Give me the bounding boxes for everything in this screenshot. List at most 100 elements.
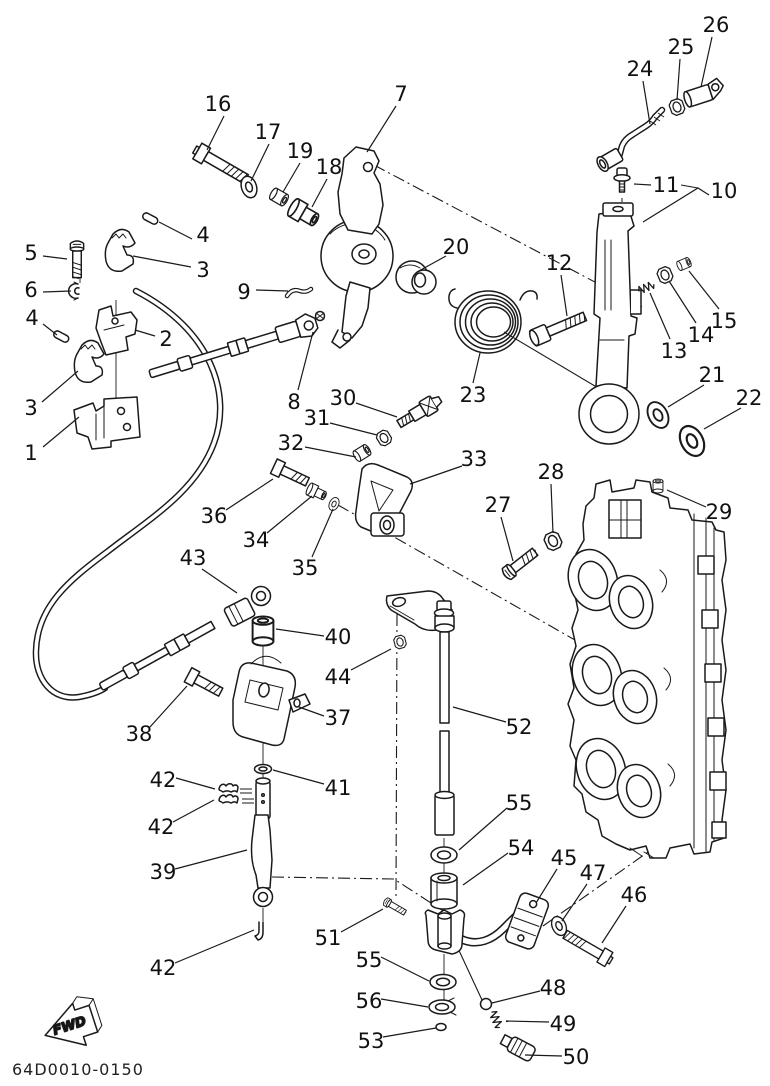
leader-33-31: [409, 465, 463, 485]
leader-9-18: [255, 289, 289, 292]
leader-20-15: [416, 255, 447, 273]
cylinder-block: [567, 479, 727, 859]
callout-3: 3: [196, 258, 209, 282]
collar-54: [430, 872, 458, 910]
callout-49: 49: [550, 1012, 577, 1036]
bushing-18: [284, 196, 323, 231]
leader-30-28: [355, 402, 398, 418]
snap-washer-56: [428, 997, 457, 1016]
washer-41: [253, 763, 273, 775]
leader-17-1: [250, 143, 270, 182]
leader-14-12: [668, 280, 697, 324]
collar-15: [675, 256, 693, 272]
callout-5: 5: [24, 241, 37, 265]
leader-18-3: [311, 178, 328, 208]
leader-27-35: [500, 516, 514, 562]
leader-26-7: [700, 36, 713, 88]
leader-28-36: [550, 483, 554, 534]
cable-housing-arc: [32, 287, 224, 701]
callout-3: 3: [24, 396, 37, 420]
cable-clamp-3-lower: [73, 339, 105, 384]
callout-4: 4: [25, 306, 38, 330]
leader-55-50: [458, 807, 508, 851]
leader-39-46: [174, 849, 248, 870]
leader-24-5: [642, 80, 651, 125]
callout-44: 44: [325, 665, 352, 689]
callout-28: 28: [538, 460, 565, 484]
callout-42: 42: [148, 815, 175, 839]
leader-10-9: [642, 187, 710, 223]
leader-4-25: [42, 323, 58, 336]
callout-26: 26: [703, 13, 730, 37]
callout-4: 4: [196, 223, 209, 247]
throttle-lever-7: [320, 146, 394, 349]
nut-25: [667, 96, 687, 118]
ref-line-14: [680, 184, 699, 189]
bracket-1: [73, 396, 141, 450]
callout-40: 40: [325, 625, 352, 649]
leader-21-16: [667, 384, 705, 408]
cable-clamp-3-upper: [104, 228, 136, 273]
callout-11: 11: [653, 173, 680, 197]
callout-16: 16: [205, 92, 232, 116]
joint-30: [396, 395, 443, 429]
ref-line-2: [503, 331, 611, 396]
leader-56-56: [380, 998, 429, 1008]
leader-22-17: [703, 407, 742, 430]
leader-36-32: [225, 478, 274, 511]
callout-35: 35: [292, 556, 319, 580]
leader-6-21: [42, 290, 72, 293]
bracket-2: [95, 305, 138, 356]
screw-11: [613, 167, 631, 193]
pin-4-lower: [53, 330, 70, 343]
ref-line-4: [542, 844, 659, 927]
leader-1-27: [42, 416, 80, 448]
washer-55-upper: [430, 846, 458, 864]
callout-30: 30: [330, 386, 357, 410]
ref-line-5: [395, 613, 398, 898]
callout-19: 19: [287, 139, 314, 163]
leader-52-48: [452, 706, 507, 723]
bolt-38: [183, 666, 226, 700]
callout-46: 46: [621, 883, 648, 907]
leader-25-6: [676, 58, 681, 101]
leader-19-2: [282, 162, 301, 193]
washer-35: [326, 495, 342, 513]
callout-27: 27: [485, 493, 512, 517]
callout-33: 33: [461, 447, 488, 471]
bracket-33: [354, 462, 414, 537]
leader-31-29: [329, 422, 378, 436]
callout-42: 42: [150, 768, 177, 792]
leader-15-13: [688, 270, 720, 310]
callout-7: 7: [394, 82, 407, 106]
callout-22: 22: [736, 386, 763, 410]
rod-52: [434, 631, 455, 836]
leader-5-20: [42, 255, 68, 260]
callout-25: 25: [668, 35, 695, 59]
nut-28: [541, 529, 565, 553]
ball-48: [479, 997, 493, 1011]
nut-14: [655, 264, 675, 286]
callout-48: 48: [540, 976, 567, 1000]
spring-23: [448, 288, 538, 354]
callout-45: 45: [551, 846, 578, 870]
leader-38-41: [149, 685, 188, 728]
callout-36: 36: [201, 504, 228, 528]
leader-2-24: [134, 329, 156, 337]
callout-13: 13: [661, 339, 688, 363]
leader-53-57: [382, 1027, 437, 1038]
leader-4-22: [158, 221, 193, 240]
cam-20: [395, 260, 437, 295]
leader-46-54: [601, 905, 627, 944]
leader-35-34: [311, 508, 334, 558]
joint-pin-8: [314, 310, 326, 322]
part-code: 64D0010-0150: [12, 1060, 144, 1079]
leader-8-19: [297, 331, 314, 391]
leader-13-11: [649, 292, 671, 340]
callout-2: 2: [159, 327, 172, 351]
leader-50-60: [524, 1054, 563, 1057]
leader-43-38: [201, 568, 238, 594]
